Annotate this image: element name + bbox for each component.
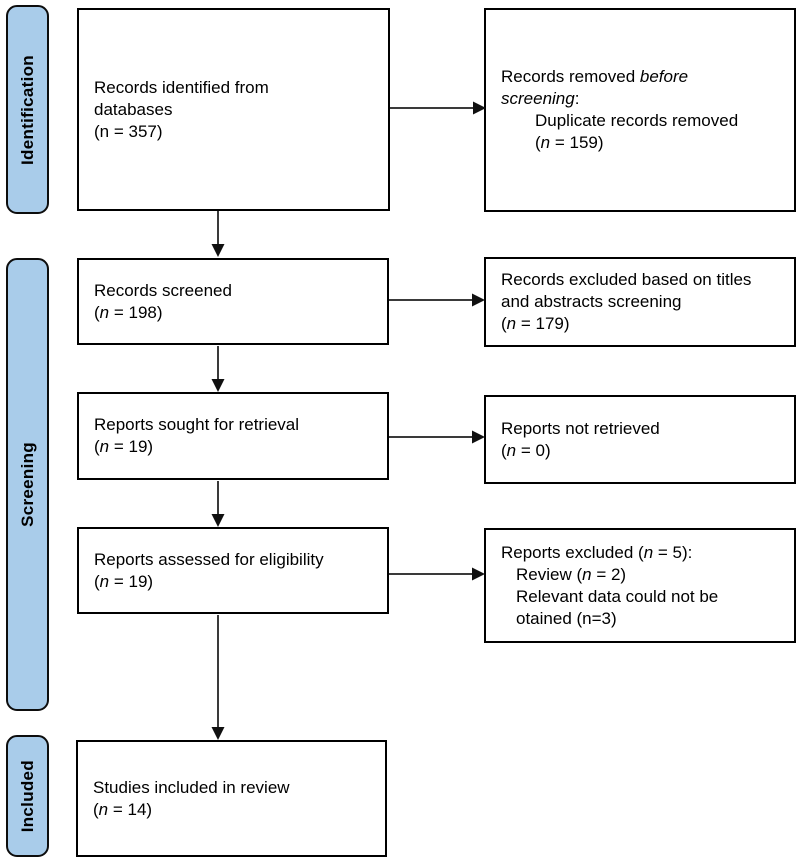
arrow-sought-to-assessed (211, 481, 225, 527)
box-studies-included: Studies included in review(n = 14) (76, 740, 387, 857)
box-reports-not-retrieved: Reports not retrieved(n = 0) (484, 395, 796, 484)
stage-bar-included: Included (6, 735, 49, 857)
arrow-sought-to-not-retrieved (389, 430, 485, 444)
arrow-screened-to-excluded-titles (389, 293, 485, 307)
box-records-screened: Records screened(n = 198) (77, 258, 389, 345)
stage-bar-identification: Identification (6, 5, 49, 214)
arrow-assessed-to-reports-excluded (389, 567, 485, 581)
arrow-screened-to-sought (211, 346, 225, 392)
arrow-assessed-to-included (211, 615, 225, 740)
box-reports-assessed: Reports assessed for eligibility(n = 19) (77, 527, 389, 614)
box-reports-sought: Reports sought for retrieval(n = 19) (77, 392, 389, 480)
stage-label-included: Included (17, 759, 37, 833)
stage-label-identification: Identification (17, 54, 37, 165)
arrow-identified-to-screened (211, 211, 225, 257)
arrow-identified-to-removed (390, 101, 486, 115)
box-reports-excluded: Reports excluded (n = 5):Review (n = 2)R… (484, 528, 796, 643)
stage-label-screening: Screening (17, 442, 37, 527)
stage-bar-screening: Screening (6, 258, 49, 711)
